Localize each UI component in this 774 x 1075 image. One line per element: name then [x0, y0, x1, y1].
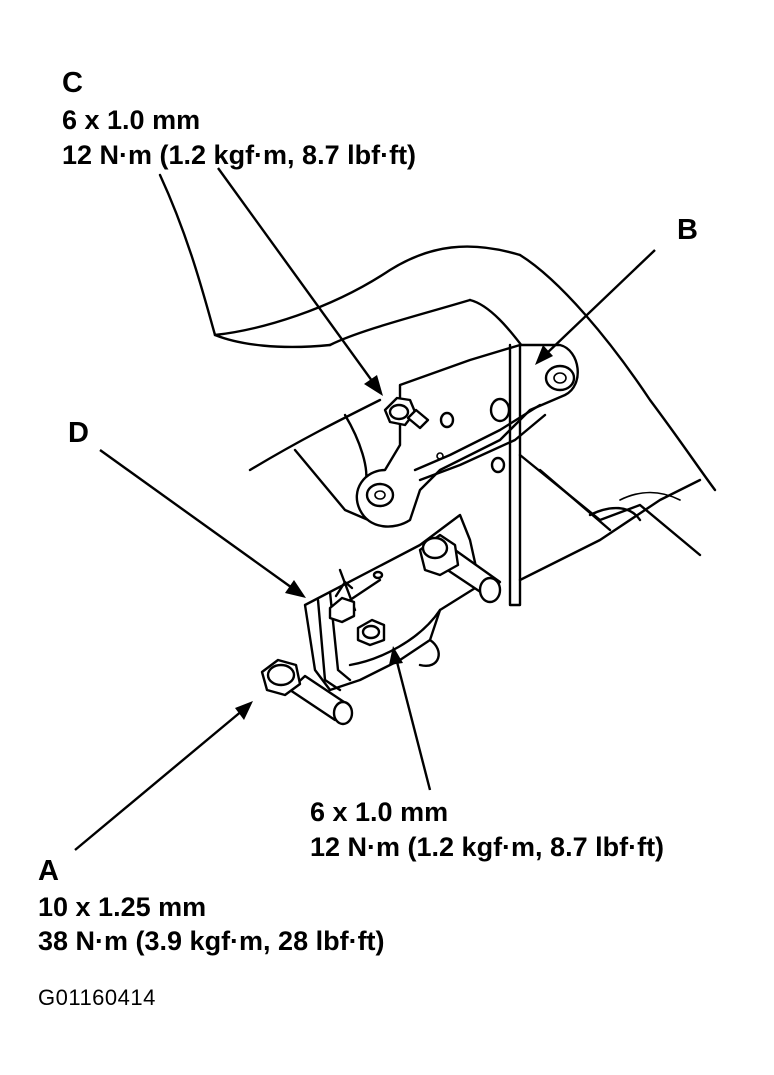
callout-b-letter: B — [677, 214, 698, 246]
mount-bracket-b — [355, 343, 579, 607]
callout-a-size: 10 x 1.25 mm — [38, 892, 207, 922]
bolt-a — [260, 658, 354, 726]
callout-c-letter: C — [62, 67, 83, 99]
figure-id: G01160414 — [38, 985, 156, 1010]
transmission-housing — [158, 173, 717, 582]
small-bolts-d — [328, 580, 386, 647]
bolt-c — [383, 396, 430, 430]
callout-a-letter: A — [38, 855, 59, 887]
callout-d-letter: D — [68, 417, 89, 449]
long-bolt-upper — [418, 533, 502, 604]
callout-a-torque: 38 N·m (3.9 kgf·m, 28 lbf·ft) — [38, 926, 385, 956]
leader-lines — [74, 167, 656, 851]
callout-mid-torque: 12 N·m (1.2 kgf·m, 8.7 lbf·ft) — [310, 832, 665, 862]
callout-mid-size: 6 x 1.0 mm — [310, 797, 449, 827]
callout-c-size: 6 x 1.0 mm — [62, 105, 201, 135]
callout-c-torque: 12 N·m (1.2 kgf·m, 8.7 lbf·ft) — [62, 140, 417, 170]
